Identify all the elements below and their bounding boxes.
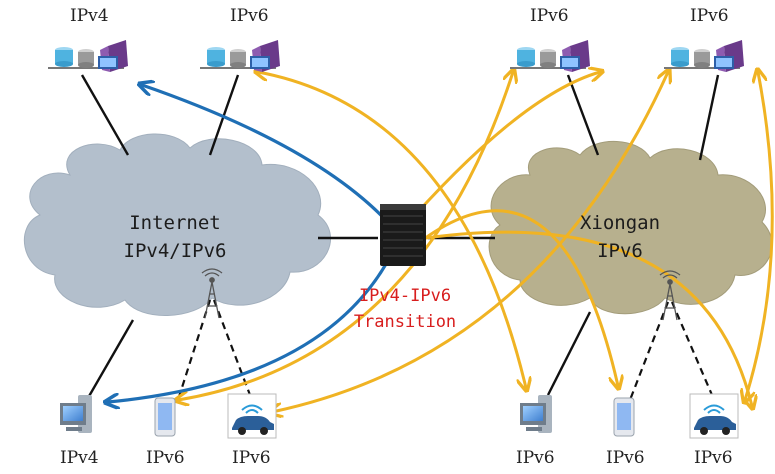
wireless-link-car-right (670, 301, 714, 396)
xiongan-cloud-label: Xiongan IPv6 (560, 209, 680, 265)
server-cluster-top-left-1 (48, 40, 128, 72)
transition-label: IPv4-IPv6 Transition (335, 283, 475, 335)
client-label-phone-right: IPv6 (606, 448, 645, 468)
ipv4-flow-pc (108, 234, 402, 402)
wireless-link-phone-right (628, 301, 670, 401)
client-label-pc-right: IPv6 (516, 448, 555, 468)
client-label-car-right: IPv6 (694, 448, 733, 468)
link-xiongan-server-2 (698, 74, 720, 161)
internet-name: Internet (129, 212, 221, 234)
car-bottom-right (689, 393, 739, 439)
transition-router (380, 204, 426, 266)
ipv6-flow-5 (410, 209, 618, 386)
phone-bottom-right (613, 397, 635, 437)
link-internet-pc (86, 319, 135, 399)
ipv6-flow-7 (745, 72, 774, 400)
client-label-phone-left: IPv6 (146, 448, 185, 468)
ipv6-flow-3 (272, 72, 668, 412)
transition-line-1: IPv4-IPv6 (358, 286, 452, 306)
internet-protocol: IPv4/IPv6 (123, 240, 227, 262)
internet-cloud-label: Internet IPv4/IPv6 (110, 209, 240, 265)
ipv6-flow-4 (398, 72, 600, 234)
ipv4-flow-server (142, 85, 402, 238)
cell-tower-left (201, 268, 223, 319)
server-label-top-right-2: IPv6 (690, 6, 729, 26)
server-cluster-top-right-1 (510, 40, 590, 72)
link-xiongan-server-1 (566, 74, 600, 156)
server-cluster-top-right-2 (664, 40, 744, 72)
car-bottom-left (227, 393, 277, 439)
transition-line-2: Transition (353, 312, 457, 332)
client-label-car-left: IPv6 (232, 448, 271, 468)
server-label-top-right-1: IPv6 (530, 6, 569, 26)
ipv6-flow-6 (410, 230, 752, 406)
link-xiongan-pc (546, 311, 592, 396)
client-label-pc-left: IPv4 (60, 448, 99, 468)
cell-tower-right (659, 270, 681, 321)
xiongan-name: Xiongan (579, 212, 661, 234)
server-label-top-left-2: IPv6 (230, 6, 269, 26)
pc-bottom-left (60, 395, 92, 433)
server-cluster-top-left-2 (200, 40, 280, 72)
server-label-top-left-1: IPv4 (70, 6, 109, 26)
phone-bottom-left (154, 397, 176, 437)
pc-bottom-right (520, 395, 552, 433)
link-server-ipv4-internet (80, 74, 130, 156)
xiongan-protocol: IPv6 (597, 240, 643, 262)
